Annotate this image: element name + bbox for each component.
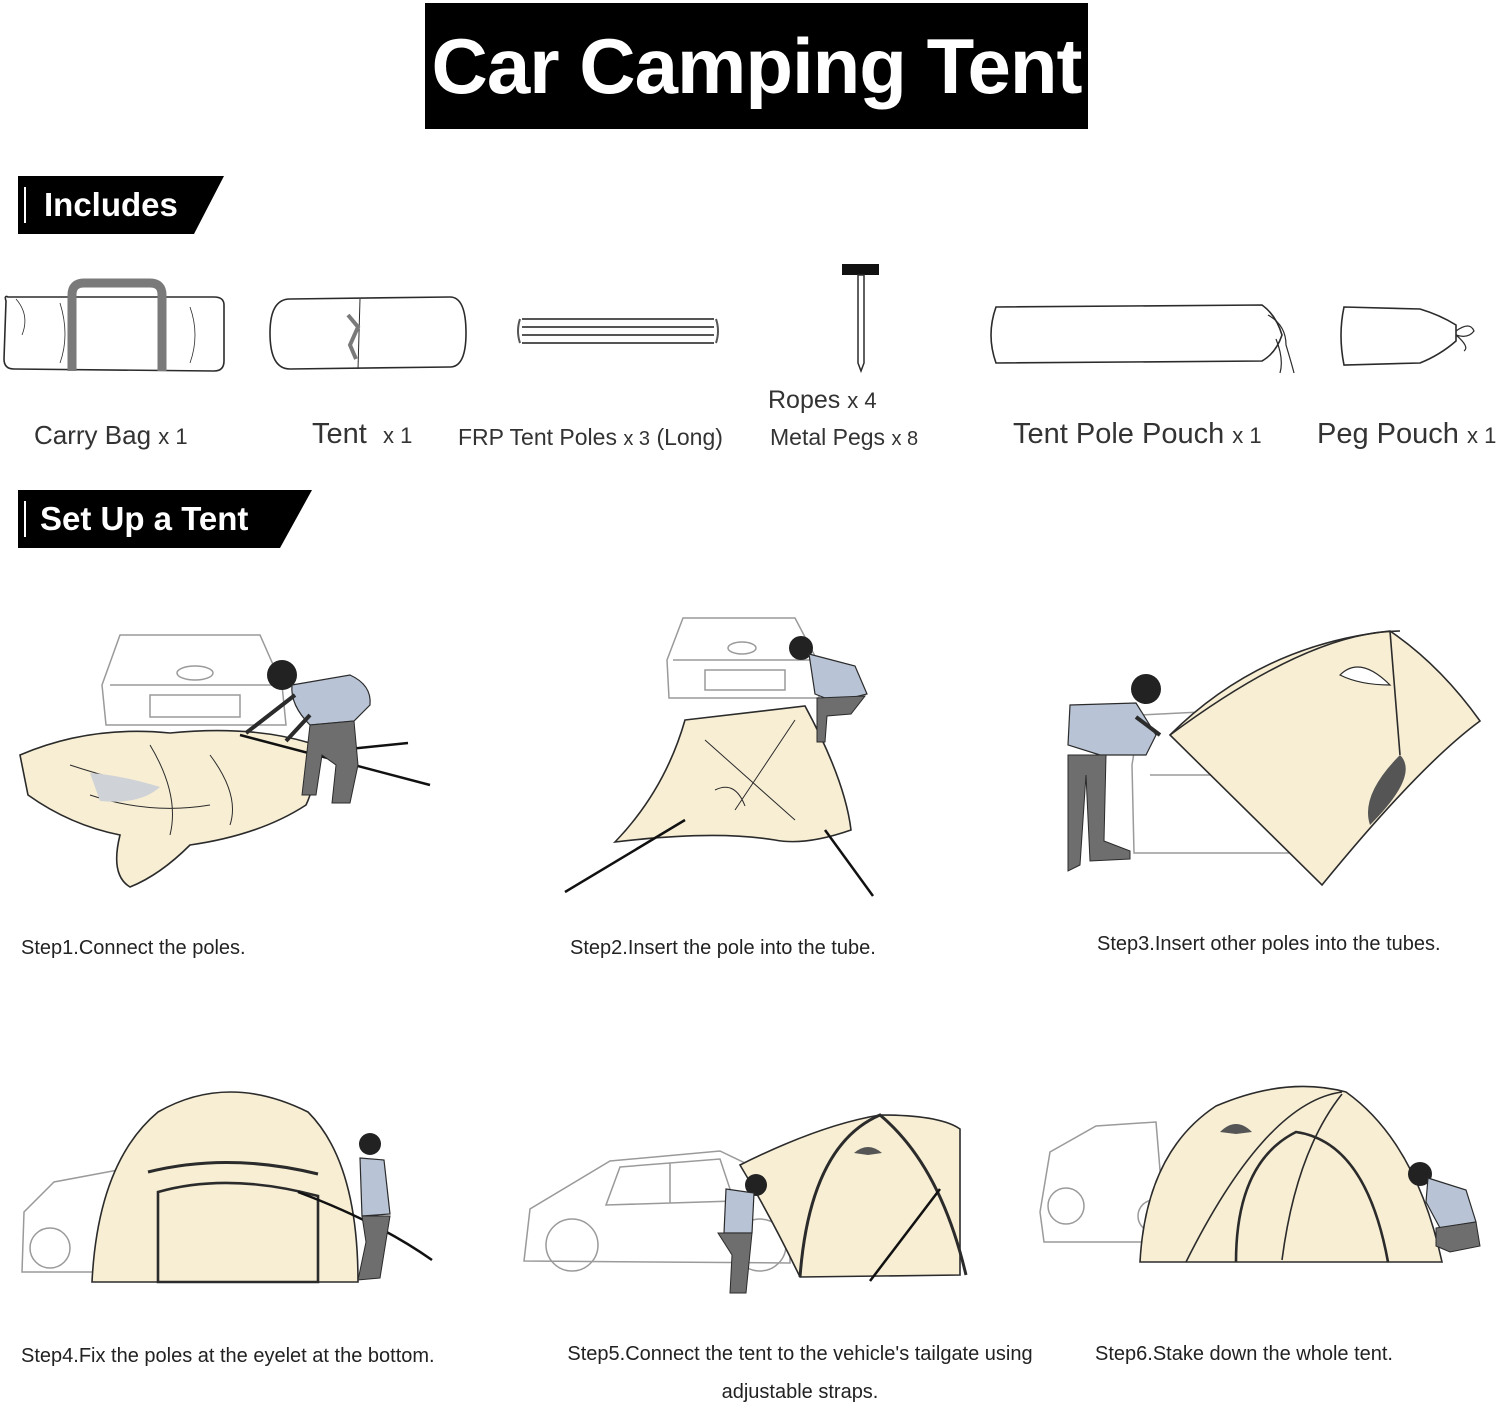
item-name: Tent Pole Pouch: [1013, 418, 1225, 450]
step5-caption: Step5.Connect the tent to the vehicle's …: [567, 1343, 1033, 1403]
person-figure: [357, 1133, 391, 1281]
includes-tag-shape: [18, 176, 224, 234]
item-carry-bag: Carry Bag x 1: [34, 420, 188, 451]
item-tent-pole-pouch: Tent Pole Pouch x 1: [1013, 418, 1262, 451]
item-name: Metal Pegs: [770, 424, 886, 450]
step3-illustration: [1067, 630, 1482, 887]
item-ropes: Ropes x 4: [768, 386, 877, 415]
item-qty: x 3: [623, 428, 651, 450]
item-peg-pouch: Peg Pouch x 1: [1317, 418, 1496, 451]
includes-heading-tag: Includes: [18, 176, 228, 234]
item-name: Peg Pouch: [1317, 418, 1459, 450]
tent-fabric: [1168, 630, 1482, 887]
step1-caption: Step1.Connect the poles.: [21, 937, 246, 959]
step4-caption: Step4.Fix the poles at the eyelet at the…: [21, 1345, 435, 1367]
item-note: (Long): [656, 424, 723, 450]
step6-caption: Step6.Stake down the whole tent.: [1095, 1343, 1393, 1365]
item-name: FRP Tent Poles: [458, 424, 617, 450]
tent-roll-illustration: [269, 296, 467, 370]
tent-fabric: [612, 705, 852, 844]
peg-illustration: [842, 264, 879, 374]
car-rear-outline: [666, 617, 820, 699]
tent-pole: [564, 818, 686, 894]
includes-heading: Includes: [44, 186, 178, 223]
tent-poles-illustration: [517, 318, 719, 344]
step4-illustration: [21, 1091, 433, 1284]
item-frp-tent-poles: FRP Tent Poles x 3 (Long): [458, 424, 723, 451]
step6-illustration: [1039, 1085, 1481, 1263]
carry-bag-illustration: [3, 278, 225, 372]
tent-fabric: [738, 1114, 961, 1278]
item-name: Ropes: [768, 386, 841, 414]
includes-illustrations: [3, 264, 1475, 374]
person-figure: [1408, 1162, 1481, 1253]
person-figure: [1067, 674, 1162, 872]
item-metal-pegs: Metal Pegs x 8: [770, 424, 918, 451]
setup-heading-tag: Set Up a Tent: [18, 490, 318, 548]
setup-tag-shape: [18, 490, 312, 548]
peg-pouch-illustration: [1340, 306, 1475, 366]
tent-pole-pouch-illustration: [990, 304, 1295, 374]
page-title: Car Camping Tent: [431, 21, 1083, 110]
item-name: Carry Bag: [34, 420, 152, 450]
title-banner: Car Camping Tent: [425, 3, 1088, 129]
setup-heading: Set Up a Tent: [40, 500, 249, 537]
person-figure: [789, 636, 868, 743]
tent-fabric: [1139, 1085, 1443, 1263]
tent-pole: [869, 1188, 941, 1282]
step2-illustration: [564, 617, 875, 897]
step3-caption: Step3.Insert other poles into the tubes.: [1097, 933, 1441, 955]
item-qty: x 1: [1232, 423, 1262, 448]
item-tent: Tent x 1: [312, 418, 412, 451]
person-figure: [244, 660, 371, 804]
step1-illustration: [19, 634, 431, 888]
item-qty: x 4: [847, 388, 877, 413]
step5-illustration: [523, 1113, 968, 1294]
item-qty: x 8: [891, 428, 919, 450]
tent-door: [156, 1181, 320, 1284]
item-qty: x 1: [158, 424, 188, 449]
person-figure: [717, 1174, 767, 1294]
item-qty: x 1: [1466, 423, 1497, 448]
step2-caption: Step2.Insert the pole into the tube.: [570, 937, 876, 959]
car-rear-outline: [101, 634, 287, 726]
item-qty: x 1: [382, 423, 413, 448]
item-name: Tent: [312, 418, 367, 450]
